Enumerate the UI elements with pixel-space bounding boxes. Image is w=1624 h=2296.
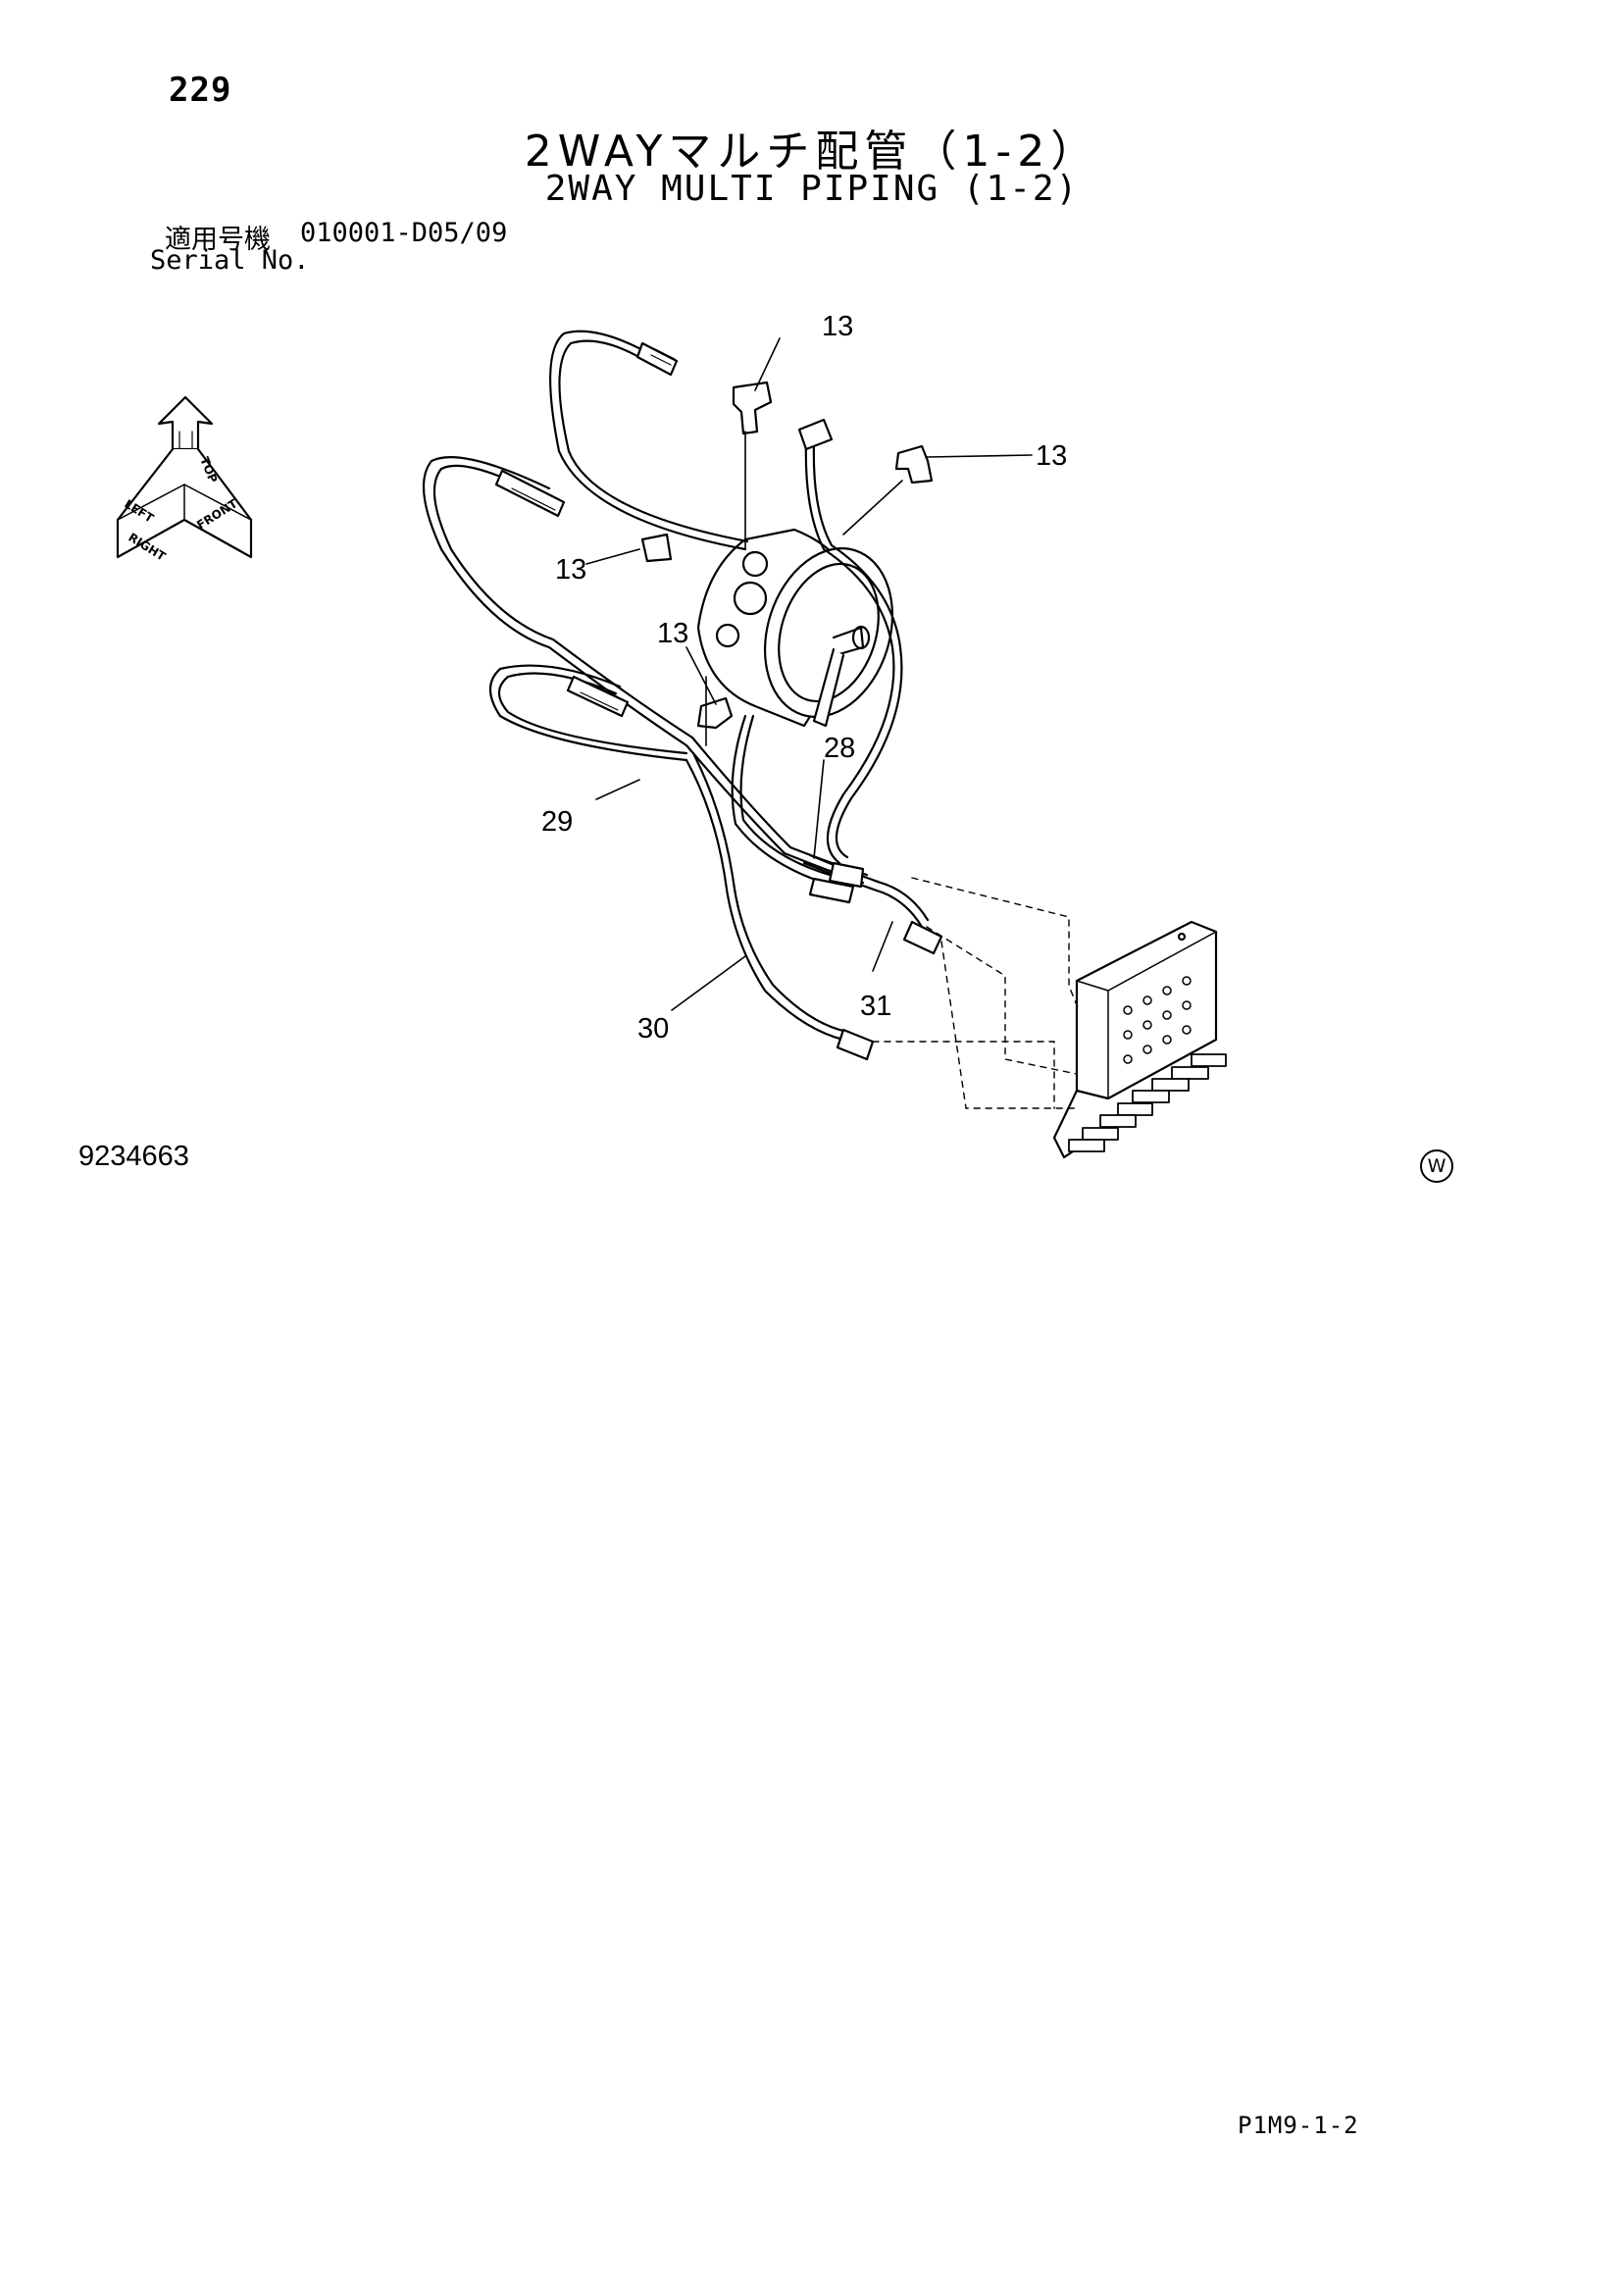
multi-valve-body xyxy=(696,528,894,728)
dashed-routing-lines xyxy=(872,877,1080,1109)
callout-30: 30 xyxy=(637,1013,669,1045)
w-mark-icon: W xyxy=(1420,1149,1453,1183)
mounting-bracket-block xyxy=(1052,920,1227,1159)
callout-31: 31 xyxy=(860,991,891,1022)
serial-value: 010001-D05/09 xyxy=(300,218,508,248)
leader-lines xyxy=(585,337,1033,1011)
hose-fittings xyxy=(494,341,943,1061)
orientation-indicator: TOP LEFT RIGHT FRONT xyxy=(116,395,253,564)
callout-29: 29 xyxy=(541,806,573,838)
title-english: 2WAY MULTI PIPING (1-2) xyxy=(544,169,1080,209)
callout-13-top: 13 xyxy=(822,311,853,342)
callout-13-right: 13 xyxy=(1036,440,1067,472)
callout-13-left: 13 xyxy=(555,554,586,586)
figure-number: 9234663 xyxy=(78,1141,189,1172)
serial-label-english: Serial No. xyxy=(150,245,310,276)
serial-label-japanese: 適用号機 xyxy=(165,225,271,255)
title-japanese: 2WAYマルチ配管（1-2） xyxy=(524,127,1100,177)
hose-lines xyxy=(422,330,930,1042)
page-number: 229 xyxy=(169,71,232,110)
callout-28: 28 xyxy=(824,733,855,764)
callout-13-mid: 13 xyxy=(657,618,688,649)
page-code: P1M9-1-2 xyxy=(1238,2112,1359,2139)
